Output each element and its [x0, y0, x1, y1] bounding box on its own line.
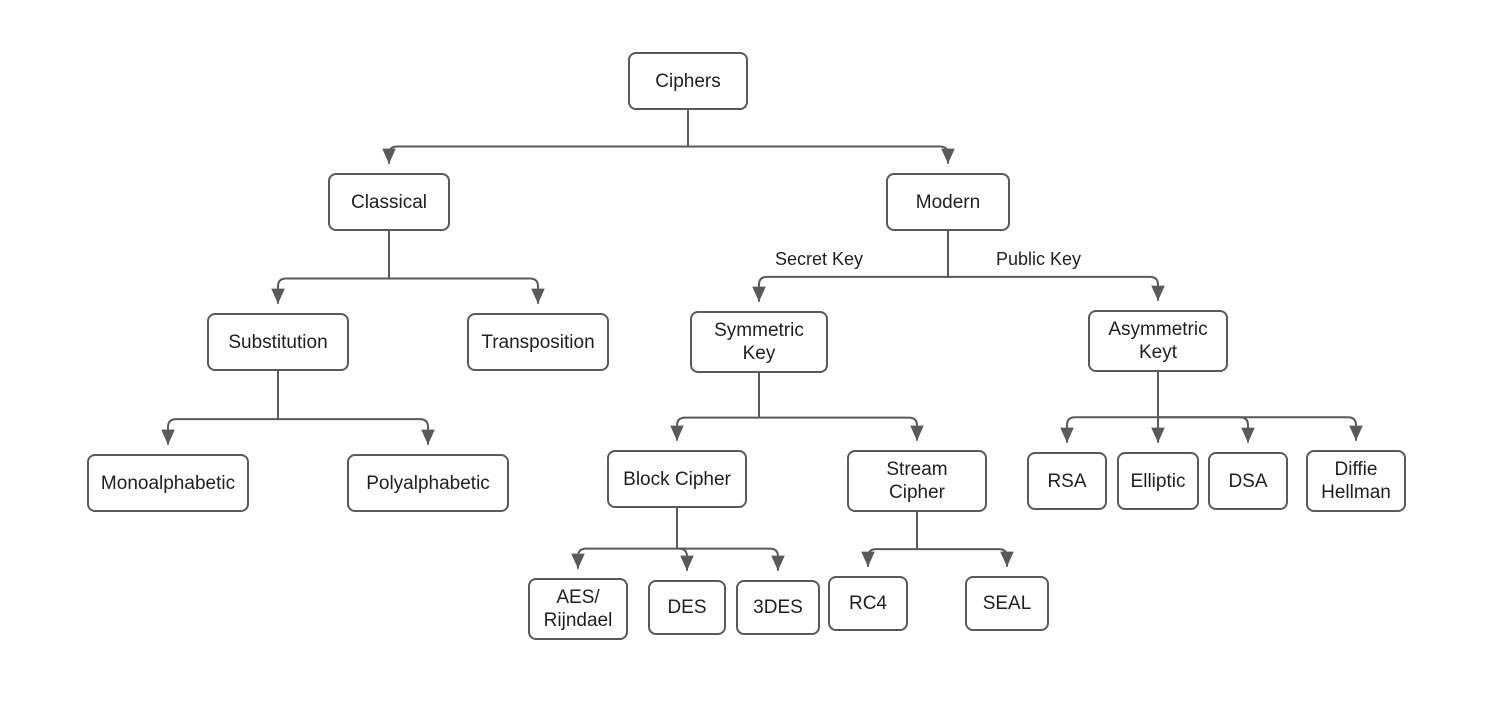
node-3des[interactable]: 3DES [736, 580, 820, 635]
node-diffie-hellman[interactable]: Diffie Hellman [1306, 450, 1406, 512]
edge-symmetric-key-to-block-cipher [670, 416, 760, 441]
edge-stream-cipher-to-rc4 [861, 548, 918, 567]
node-rc4[interactable]: RC4 [828, 576, 908, 631]
node-stream-cipher[interactable]: Stream Cipher [847, 450, 987, 512]
node-des[interactable]: DES [648, 580, 726, 635]
node-aes-rijndael[interactable]: AES/ Rijndael [528, 578, 628, 640]
edge-classical-to-transposition [388, 277, 545, 304]
node-symmetric-key[interactable]: Symmetric Key [690, 311, 828, 373]
edge-asymmetric-key-to-diffie-hellman [1157, 416, 1363, 441]
edge-asymmetric-key-to-rsa [1060, 416, 1159, 443]
edge-paths [161, 109, 1363, 571]
node-transposition[interactable]: Transposition [467, 313, 609, 371]
node-block-cipher[interactable]: Block Cipher [607, 450, 747, 508]
node-polyalphabetic[interactable]: Polyalphabetic [347, 454, 509, 512]
node-rsa[interactable]: RSA [1027, 452, 1107, 510]
public-key-label: Public Key [993, 249, 1085, 270]
node-classical[interactable]: Classical [328, 173, 450, 231]
edge-symmetric-key-to-stream-cipher [758, 416, 924, 441]
edge-asymmetric-key-to-dsa [1157, 416, 1255, 443]
edge-ciphers-to-classical [382, 145, 689, 164]
node-asymmetric-key[interactable]: Asymmetric Keyt [1088, 310, 1228, 372]
edge-modern-to-symmetric-key [752, 275, 949, 302]
secret-key-label: Secret Key [772, 249, 867, 270]
edge-block-cipher-to-3des [676, 547, 785, 571]
edge-block-cipher-to-aes-rijndael [571, 547, 678, 569]
edge-block-cipher-to-des [676, 547, 694, 571]
edge-modern-to-asymmetric-key [947, 275, 1165, 301]
edge-substitution-to-polyalphabetic [277, 418, 435, 445]
node-dsa[interactable]: DSA [1208, 452, 1288, 510]
edge-stream-cipher-to-seal [916, 548, 1014, 567]
edge-substitution-to-monoalphabetic [161, 418, 279, 445]
node-elliptic[interactable]: Elliptic [1117, 452, 1199, 510]
node-modern[interactable]: Modern [886, 173, 1010, 231]
node-substitution[interactable]: Substitution [207, 313, 349, 371]
node-monoalphabetic[interactable]: Monoalphabetic [87, 454, 249, 512]
node-seal[interactable]: SEAL [965, 576, 1049, 631]
node-ciphers[interactable]: Ciphers [628, 52, 748, 110]
edge-ciphers-to-modern [687, 145, 955, 164]
edge-classical-to-substitution [271, 277, 390, 304]
